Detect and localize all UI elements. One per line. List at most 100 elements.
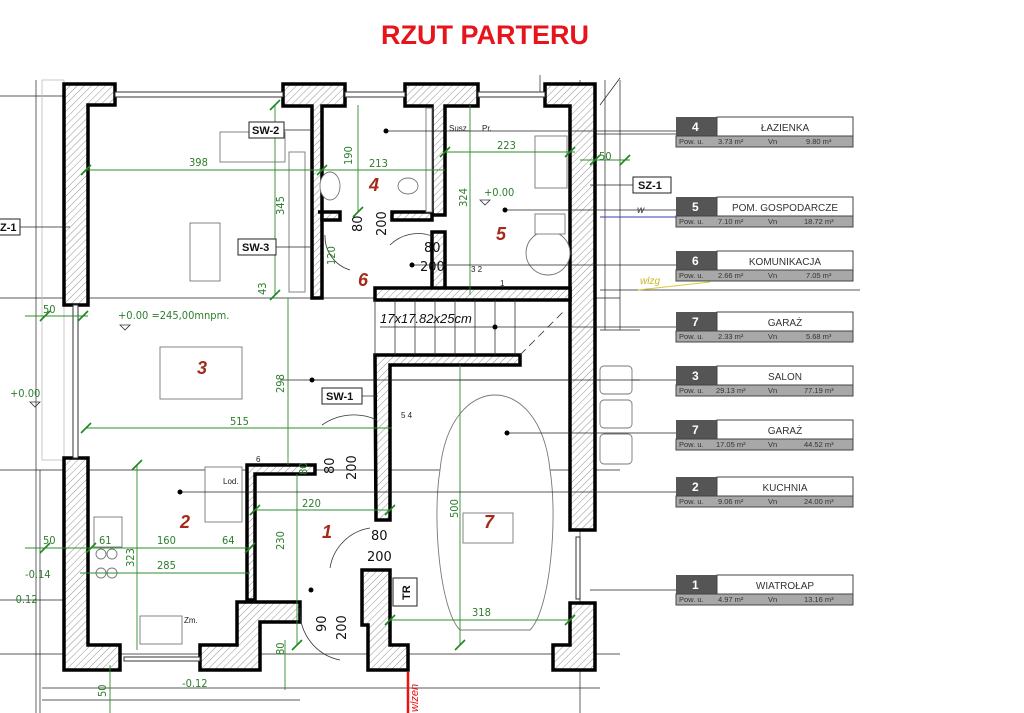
tag-sw2: SW-2 (252, 125, 279, 137)
legend-text: 7.05 m³ (806, 271, 832, 280)
legend-text: Vn (768, 440, 777, 449)
legend-text: 7 (692, 315, 699, 329)
door-width-label: 90 (315, 615, 330, 632)
room-number-3: 3 (197, 358, 207, 378)
legend-text: Pow. u. (679, 332, 704, 341)
legend-text: 9.80 m³ (806, 137, 832, 146)
room-number-5: 5 (496, 224, 507, 244)
legend-item: 6 KOMUNIKACJA Pow. u. 2.66 m² Vn 7.05 m³ (675, 250, 854, 282)
wall-tags: SW-2 SW-3 SW-1 Z-1 SZ-1 TR (0, 121, 672, 607)
furniture (93, 107, 633, 661)
dim-label: 324 (457, 188, 470, 207)
cooktop (93, 516, 123, 548)
tag-sz1-left: Z-1 (0, 222, 17, 234)
legend-text: GARAŻ (768, 424, 802, 437)
legend-text: 18.72 m³ (804, 217, 834, 226)
room-number-1: 1 (322, 522, 332, 542)
legend-item: 7 GARAŻ Pow. u. 17.05 m² Vn 44.52 m³ (675, 419, 854, 451)
level-kitchen-1: -0.14 (25, 568, 51, 581)
door-height: 200 (420, 260, 445, 275)
legend-text: Pow. u. (679, 271, 704, 280)
level-bottom: -0.12 (182, 677, 208, 690)
tag-tr: TR (401, 585, 413, 600)
legend-text: 17.05 m² (716, 440, 746, 449)
dim-label: 220 (302, 497, 321, 510)
fridge (204, 466, 243, 523)
toilet (397, 177, 419, 195)
legend-text: POM. GOSPODARCZE (732, 203, 838, 214)
kitchen-unit (534, 135, 568, 189)
dim-label: 230 (274, 531, 287, 550)
legend-text: Vn (768, 497, 777, 506)
legend-text: WIATROŁAP (756, 581, 814, 592)
dimension-labels: 398 345 43 298 515 50 190 213 324 223 50… (43, 139, 612, 697)
legend-text: 6 (692, 254, 699, 268)
dim-label: 318 (472, 606, 491, 619)
legend-text: Vn (768, 332, 777, 341)
legend-text: KOMUNIKACJA (749, 257, 822, 268)
door-width: 80 (371, 529, 388, 544)
room-legend: 4 ŁAZIENKA Pow. u. 3.73 m² Vn 9.80 m³ 5 … (675, 116, 854, 606)
label-w: w (637, 205, 645, 216)
dim-label: 50 (599, 150, 612, 163)
legend-text: 44.52 m³ (804, 440, 834, 449)
legend-text: 29.13 m² (716, 386, 746, 395)
legend-text: Pow. u. (679, 386, 704, 395)
washbasin (319, 171, 341, 201)
dim-label: 323 (124, 548, 137, 567)
sofa (288, 151, 306, 293)
legend-text: 5.68 m³ (806, 332, 832, 341)
legend-text: Pow. u. (679, 595, 704, 604)
legend-text: 77.19 m³ (804, 386, 834, 395)
legend-text: 3.73 m² (718, 137, 744, 146)
legend-text: Vn (768, 271, 777, 280)
dining-table (159, 346, 243, 400)
leader-lines (177, 128, 676, 593)
room-number-6: 6 (358, 270, 369, 290)
dim-label: 213 (369, 157, 388, 170)
door-height: 200 (345, 455, 360, 480)
legend-text: Pow. u. (679, 497, 704, 506)
door-height: 200 (367, 550, 392, 565)
legend-text: 5 (692, 200, 699, 214)
level-main: +0.00 =245,00mnpm. (118, 309, 229, 322)
legend-item: 4 ŁAZIENKA Pow. u. 3.73 m² Vn 9.80 m³ (675, 116, 854, 148)
door-width: 80 (424, 241, 441, 256)
label-zm: Zm. (184, 616, 198, 625)
door-width: 80 (351, 215, 366, 232)
dimension-lines (25, 99, 711, 713)
legend-text: 13.16 m³ (804, 595, 834, 604)
dim-label: 223 (497, 139, 516, 152)
legend-text: 2.33 m² (718, 332, 744, 341)
legend-item: 1 WIATROŁAP Pow. u. 4.97 m² Vn 13.16 m³ (675, 574, 854, 606)
coffee-table (189, 222, 221, 282)
walls (62, 82, 597, 672)
legend-text: 7.10 m² (718, 217, 744, 226)
dim-label: 285 (157, 559, 176, 572)
legend-text: ŁAZIENKA (761, 123, 810, 134)
door-height: 200 (335, 615, 350, 640)
stairs-label: 17x17.82x25cm (380, 311, 472, 326)
label-susz: Susz. (449, 124, 469, 133)
dim-label: 50 (43, 303, 56, 316)
legend-item: 5 POM. GOSPODARCZE Pow. u. 7.10 m² Vn 18… (675, 196, 854, 228)
dim-label: 298 (274, 374, 287, 393)
annotations: 17x17.82x25cm Susz. Pr. Lod. Zm. w wlzg … (184, 124, 660, 712)
legend-text: 9.06 m² (718, 497, 744, 506)
room-number-4: 4 (368, 175, 379, 195)
page-title: RZUT PARTERU (381, 20, 589, 50)
door-labels: 80 200 80 200 80 200 80 200 90 200 (323, 211, 445, 640)
legend-text: 2.66 m² (718, 271, 744, 280)
legend-text: Vn (768, 386, 777, 395)
tag-sw3: SW-3 (242, 242, 269, 254)
dim-label: 515 (230, 415, 249, 428)
legend-text: Vn (768, 595, 777, 604)
level-kitchen-2: -0.12 (12, 593, 38, 606)
label-wlzg: wlzg (640, 276, 660, 287)
level-left: +0.00 (10, 387, 40, 400)
label-wlzen: wlzen (409, 684, 421, 712)
legend-text: 4.97 m² (718, 595, 744, 604)
legend-text: 4 (692, 120, 699, 134)
tag-sw1: SW-1 (326, 391, 353, 403)
